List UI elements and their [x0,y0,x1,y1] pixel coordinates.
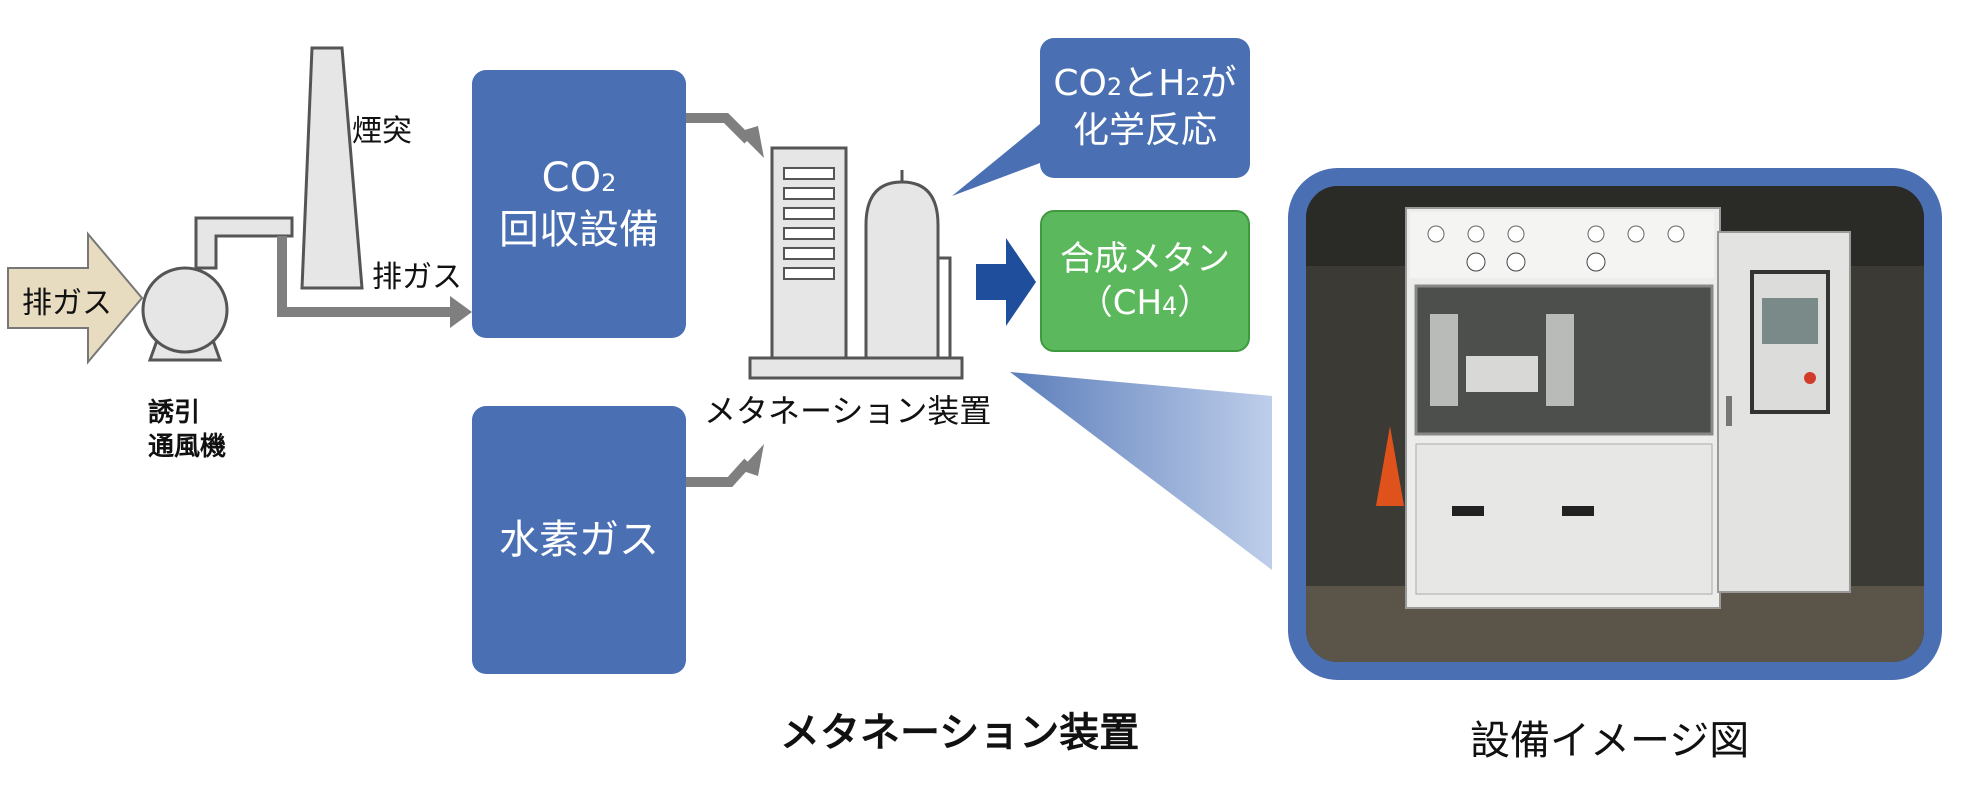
output-arrow [976,238,1036,326]
reaction-line1: CO2とH2が [1053,63,1237,105]
co2-recovery-box: CO2 回収設備 [472,70,686,338]
methanation-vessel-icon [864,170,952,362]
induced-draft-fan-icon [141,266,229,362]
fan-duct [194,216,294,270]
fan-label-line2: 通風機 [148,432,227,462]
h2-arrowhead [740,444,764,476]
co2-box-line2: 回収設備 [499,207,659,253]
methanation-tower-icon [770,146,848,362]
equipment-photo-drawing [1306,186,1924,662]
synthetic-methane-box: 合成メタン （CH4） [1040,210,1250,352]
reaction-bubble: CO2とH2が 化学反応 [1040,38,1250,178]
reaction-line2: 化学反応 [1072,110,1217,151]
apparatus-label: メタネーション装置 [704,392,992,430]
apparatus-base [748,356,964,380]
exhaust-input-arrow [7,231,144,365]
chimney-icon [300,46,364,290]
photo-caption: 設備イメージ図 [1470,718,1750,764]
co2-box-line1: CO2 [541,155,617,201]
hydrogen-gas-box: 水素ガス [472,406,686,674]
main-caption: メタネーション装置 [780,710,1140,756]
equipment-photo [1288,168,1942,680]
fan-label-line1: 誘引 [148,398,201,428]
co2-arrowhead [738,126,764,158]
exhaust-to-co2-arrowhead [450,296,472,328]
zoom-wedge [1010,372,1272,570]
co2-to-apparatus-arrow [686,113,752,144]
h2-box-label: 水素ガス [499,517,659,563]
exhaust-pipe-label: 排ガス [372,260,462,295]
exhaust-to-co2-line [277,236,456,317]
h2-to-apparatus-arrow [686,458,752,487]
chimney-label: 煙突 [352,114,412,149]
methane-line2: （CH4） [1078,283,1212,323]
methane-line1: 合成メタン [1060,238,1230,279]
exhaust-input-label: 排ガス [22,286,112,321]
